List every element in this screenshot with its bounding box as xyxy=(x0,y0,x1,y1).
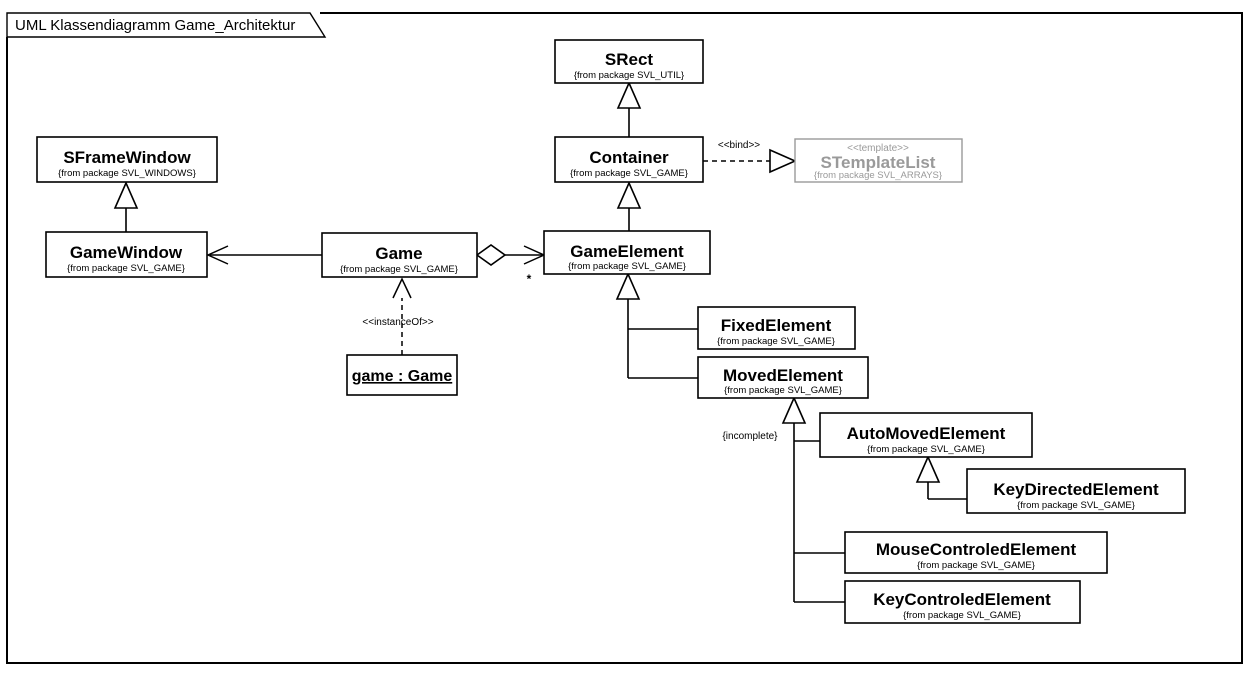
class-box[interactable] xyxy=(966,468,1186,514)
object-name: game : Game xyxy=(352,368,453,385)
edge-gameelement-to-container xyxy=(616,181,642,231)
edge-gamewindow-to-sframewindow xyxy=(113,181,139,232)
generalization-arrowhead-icon xyxy=(616,181,642,209)
class-node-sframewindow[interactable]: SFrameWindow {from package SVL_WINDOWS} xyxy=(36,136,218,183)
edge-container-to-srect xyxy=(616,81,642,137)
class-name: MouseControledElement xyxy=(876,540,1077,559)
class-stereotype: <<template>> xyxy=(847,143,909,154)
class-package: {from package SVL_WINDOWS} xyxy=(58,168,196,179)
class-node-gameelement[interactable]: GameElement {from package SVL_GAME} xyxy=(543,230,711,275)
class-node-keydirectedelement[interactable]: KeyDirectedElement {from package SVL_GAM… xyxy=(966,468,1186,514)
dependency-arrowhead-icon xyxy=(392,277,412,299)
class-name: AutoMovedElement xyxy=(847,424,1006,443)
class-box[interactable] xyxy=(819,412,1033,458)
class-name: SFrameWindow xyxy=(63,148,191,167)
class-package: {from package SVL_GAME} xyxy=(717,336,835,347)
multiplicity-label: * xyxy=(527,272,532,286)
edge-label-bind: <<bind>> xyxy=(718,140,760,151)
class-node-game[interactable]: Game {from package SVL_GAME} xyxy=(321,232,478,278)
generalization-arrowhead-icon xyxy=(113,181,139,209)
class-box[interactable] xyxy=(697,356,869,399)
class-name: KeyDirectedElement xyxy=(993,480,1159,499)
class-box[interactable] xyxy=(543,230,711,275)
class-node-movedelement[interactable]: MovedElement {from package SVL_GAME} xyxy=(697,356,869,399)
edge-label-instanceof: <<instanceOf>> xyxy=(362,317,433,328)
class-node-fixedelement[interactable]: FixedElement {from package SVL_GAME} xyxy=(697,306,856,350)
class-name: STemplateList xyxy=(821,153,936,172)
object-node-game[interactable]: game : Game xyxy=(346,354,458,396)
class-package: {from package SVL_GAME} xyxy=(1017,500,1135,511)
class-node-stemplatelist[interactable]: <<template>> STemplateList {from package… xyxy=(794,138,963,183)
class-box[interactable] xyxy=(844,580,1081,624)
class-box[interactable] xyxy=(321,232,478,278)
edge-gameobject-to-game: <<instanceOf>> xyxy=(362,277,434,355)
class-name: GameWindow xyxy=(70,243,183,262)
edge-keydirectedelement-to-automovedelement xyxy=(915,455,967,500)
edge-label-incomplete: {incomplete} xyxy=(722,431,778,442)
class-node-container[interactable]: Container {from package SVL_GAME} xyxy=(554,136,704,183)
diagram-title: UML Klassendiagramm Game_Architektur xyxy=(15,17,295,34)
class-package: {from package SVL_GAME} xyxy=(67,263,185,274)
class-package: {from package SVL_GAME} xyxy=(568,261,686,272)
class-package: {from package SVL_ARRAYS} xyxy=(814,170,942,181)
generalization-arrowhead-icon xyxy=(615,272,641,300)
edge-container-to-stemplatelist: <<bind>> xyxy=(703,140,797,174)
class-box[interactable] xyxy=(36,136,218,183)
frame-outline xyxy=(6,12,1243,664)
diagram-frame: UML Klassendiagramm Game_Architektur xyxy=(6,12,1243,664)
class-name: FixedElement xyxy=(721,316,832,335)
class-name: MovedElement xyxy=(723,366,843,385)
class-package: {from package SVL_GAME} xyxy=(917,560,1035,571)
class-node-srect[interactable]: SRect {from package SVL_UTIL} xyxy=(554,39,704,84)
class-box[interactable] xyxy=(844,531,1108,574)
edge-tree-movedelement-children: {incomplete} xyxy=(722,396,845,603)
class-package: {from package SVL_GAME} xyxy=(724,385,842,396)
class-node-automovedelement[interactable]: AutoMovedElement {from package SVL_GAME} xyxy=(819,412,1033,458)
class-node-mousecontroledelement[interactable]: MouseControledElement {from package SVL_… xyxy=(844,531,1108,574)
title-tab-shape xyxy=(6,12,327,38)
class-name: KeyControledElement xyxy=(873,590,1051,609)
class-name: Container xyxy=(589,148,669,167)
class-node-keycontroledelement[interactable]: KeyControledElement {from package SVL_GA… xyxy=(844,580,1081,624)
class-box[interactable] xyxy=(45,231,208,278)
class-box[interactable] xyxy=(697,306,856,350)
object-box[interactable] xyxy=(346,354,458,396)
class-name: SRect xyxy=(605,50,654,69)
edge-tree-gameelement-children xyxy=(615,272,698,379)
aggregation-diamond-icon xyxy=(475,244,507,266)
class-node-gamewindow[interactable]: GameWindow {from package SVL_GAME} xyxy=(45,231,208,278)
class-package: {from package SVL_GAME} xyxy=(340,264,458,275)
generalization-arrowhead-icon xyxy=(616,81,642,109)
class-box[interactable] xyxy=(554,136,704,183)
class-package: {from package SVL_GAME} xyxy=(867,444,985,455)
class-package: {from package SVL_UTIL} xyxy=(574,70,684,81)
class-package: {from package SVL_GAME} xyxy=(903,610,1021,621)
edge-game-to-gamewindow xyxy=(206,245,322,265)
class-name: GameElement xyxy=(570,242,684,261)
association-arrowhead-icon xyxy=(206,245,229,265)
class-package: {from package SVL_GAME} xyxy=(570,168,688,179)
edge-game-to-gameelement: * xyxy=(475,244,546,286)
class-box[interactable] xyxy=(554,39,704,84)
class-name: Game xyxy=(375,244,422,263)
generalization-arrowhead-icon xyxy=(781,396,807,424)
generalization-arrowhead-icon xyxy=(915,455,941,483)
class-box[interactable] xyxy=(794,138,963,183)
realization-arrowhead-icon xyxy=(769,148,797,174)
